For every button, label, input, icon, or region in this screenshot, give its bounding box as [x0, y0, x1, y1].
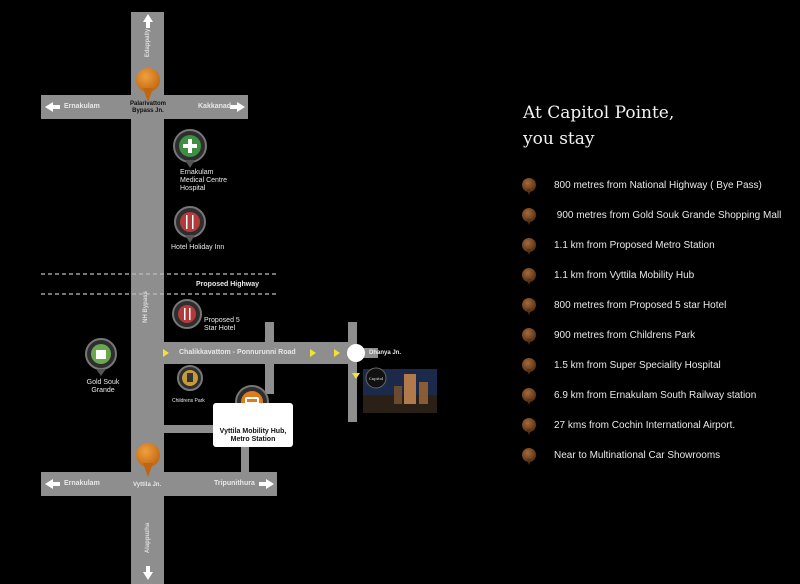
shopping-bag-icon — [85, 338, 117, 376]
five-star-hotel-icon — [172, 299, 202, 329]
list-item: 900 metres from Childrens Park — [522, 320, 781, 350]
location-pin-icon — [522, 358, 536, 375]
park-icon — [177, 365, 203, 391]
location-pin-icon — [522, 178, 536, 195]
route-arrow-icon-3 — [334, 349, 340, 357]
dhanya-south-road — [348, 360, 357, 422]
location-pin-icon — [522, 238, 536, 255]
medical-centre-label: Ernakulam Medical Centre Hospital — [180, 169, 228, 192]
location-pin-icon — [522, 208, 536, 225]
hub-connector-road — [265, 322, 274, 394]
list-item: 1.1 km from Proposed Metro Station — [522, 230, 781, 260]
dhanya-junction-marker — [347, 344, 365, 362]
vyttila-pin-icon — [136, 443, 160, 477]
east-arrow-icon-top — [230, 102, 245, 112]
panel-heading: At Capitol Pointe, you stay — [523, 100, 674, 152]
location-pin-icon — [522, 328, 536, 345]
nh-bypass-label: NH Bypass — [143, 291, 149, 323]
west-arrow-icon-top — [45, 102, 60, 112]
project-thumbnail: Capitol — [363, 367, 437, 413]
mobility-hub-label-box — [213, 403, 293, 447]
list-item: 1.5 km from Super Speciality Hospital — [522, 350, 781, 380]
tripunithura-label: Tripunithura — [214, 480, 255, 487]
hospital-icon — [173, 129, 207, 168]
list-item: 800 metres from National Highway ( Bye P… — [522, 170, 781, 200]
dhanya-east-road — [356, 348, 378, 358]
chalikkavattom-road — [164, 342, 356, 364]
chalikkavattom-road-label: Chalikkavattom - Ponnurunni Road — [179, 349, 296, 356]
route-arrow-icon-4 — [352, 373, 360, 379]
location-pin-icon — [522, 298, 536, 315]
list-item: 800 metres from Proposed 5 star Hotel — [522, 290, 781, 320]
location-pin-icon — [522, 388, 536, 405]
gold-souk-label: Gold Souk Grande — [86, 379, 120, 394]
location-pin-icon — [522, 418, 536, 435]
heading-line-1: At Capitol Pointe, — [523, 103, 675, 123]
palarivattom-junction-label: Palarivattom Bypass Jn. — [129, 101, 166, 114]
heading-line-2: you stay — [523, 129, 595, 149]
north-arrow-icon — [143, 14, 153, 28]
east-arrow-icon-bottom — [259, 479, 274, 489]
edappally-label: Edappally — [145, 28, 151, 58]
five-star-hotel-label: Proposed 5 Star Hotel — [204, 317, 240, 332]
location-pin-icon — [522, 448, 536, 465]
south-arrow-icon — [143, 566, 153, 580]
list-item: 900 metres from Gold Souk Grande Shoppin… — [522, 200, 781, 230]
location-pin-icon — [522, 268, 536, 285]
kakkanad-label: Kakkanad — [198, 103, 232, 110]
dhanya-north-road — [348, 322, 357, 348]
distance-list: 800 metres from National Highway ( Bye P… — [522, 170, 781, 470]
hub-lower-road — [164, 425, 214, 433]
route-arrow-icon-1 — [163, 349, 169, 357]
hub-down-road — [241, 440, 249, 473]
list-item: 27 kms from Cochin International Airport… — [522, 410, 781, 440]
vyttila-junction-label: Vyttila Jn. — [133, 482, 162, 488]
childrens-park-label: Childrens Park — [172, 398, 205, 404]
dhanya-junction-label: Dhanya Jn. — [369, 350, 402, 356]
list-item: 6.9 km from Ernakulam South Railway stat… — [522, 380, 781, 410]
ernakulam-top-label: Ernakulam — [64, 103, 100, 110]
route-arrow-icon-2 — [310, 349, 316, 357]
ernakulam-kakkanad-road — [41, 95, 248, 119]
alappuzha-label: Alappuzha — [145, 522, 151, 554]
list-item: Near to Multinational Car Showrooms — [522, 440, 781, 470]
ernakulam-tripunithura-road — [41, 472, 277, 496]
ernakulam-bottom-label: Ernakulam — [64, 480, 100, 487]
holiday-inn-label: Hotel Holiday Inn — [171, 244, 225, 251]
hotel-icon — [174, 206, 206, 243]
list-item: 1.1 km from Vyttila Mobility Hub — [522, 260, 781, 290]
proposed-highway-label: Proposed Highway — [196, 281, 260, 288]
svg-text:Capitol: Capitol — [369, 376, 384, 381]
palarivattom-pin-icon — [136, 68, 160, 102]
west-arrow-icon-bottom — [45, 479, 60, 489]
mobility-hub-label: Vyttila Mobility Hub, Metro Station — [219, 428, 287, 443]
